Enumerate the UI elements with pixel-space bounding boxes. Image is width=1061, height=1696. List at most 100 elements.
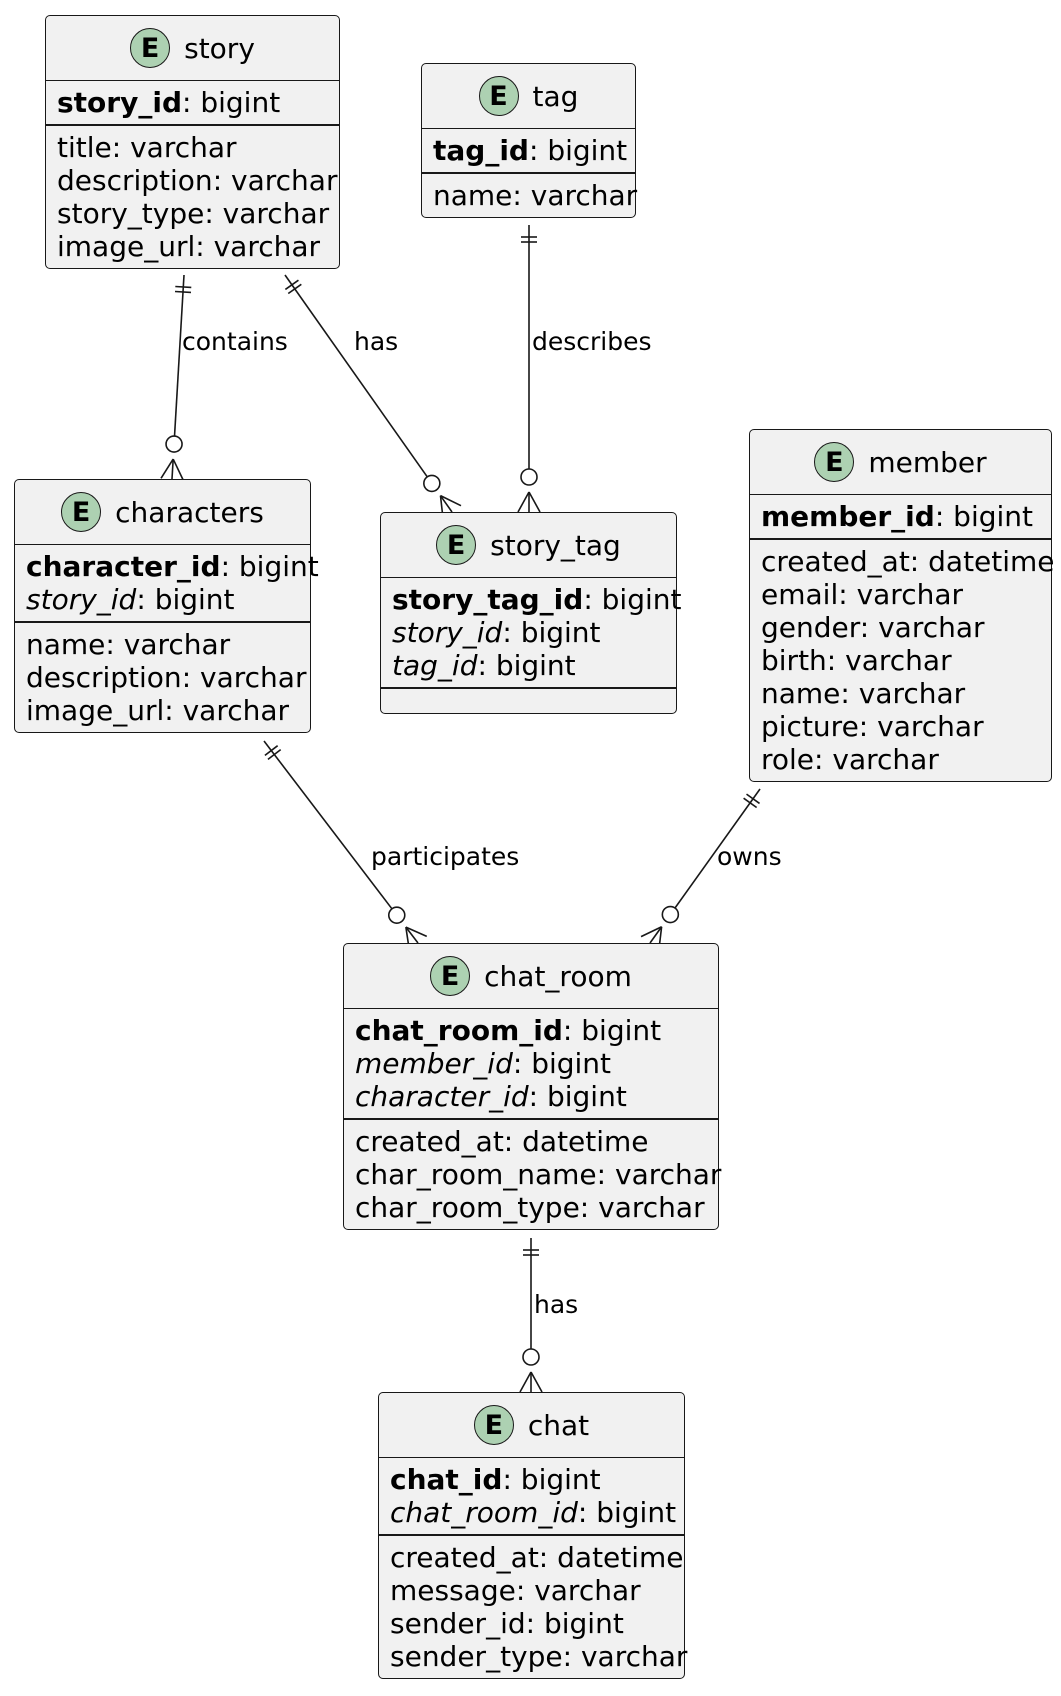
attribute-field: title: varchar (57, 131, 328, 164)
attribute-field: image_url: varchar (57, 230, 328, 263)
field-name: char_room_type (355, 1191, 580, 1224)
relationship-line (284, 274, 428, 478)
attribute-field: image_url: varchar (26, 694, 299, 727)
field-type: varchar (598, 1191, 705, 1224)
field-separator: : (934, 500, 954, 533)
many-crowfoot-line (440, 494, 462, 507)
field-separator: : (512, 179, 531, 212)
field-type: varchar (200, 661, 307, 694)
field-name: role (761, 743, 815, 776)
field-type: varchar (580, 1640, 688, 1673)
attribute-field: email: varchar (761, 578, 1040, 611)
field-type: bigint (495, 649, 576, 682)
zero-cardinality-circle (387, 906, 406, 924)
field-separator: : (909, 545, 929, 578)
foreign-key-field: story_id: bigint (392, 616, 665, 649)
field-name: sender_type (390, 1640, 563, 1673)
field-separator: : (858, 710, 878, 743)
field-separator: : (502, 1463, 521, 1496)
field-name: story_type (57, 197, 205, 230)
field-type: bigint (531, 1047, 612, 1080)
field-separator: : (182, 86, 201, 119)
field-separator: : (579, 1191, 599, 1224)
primary-key-field: chat_room_id: bigint (355, 1014, 707, 1047)
field-separator: : (220, 550, 239, 583)
attribute-field: message: varchar (390, 1574, 673, 1607)
field-name: member_id (761, 500, 935, 533)
field-name: birth (761, 644, 827, 677)
field-separator: : (596, 1158, 615, 1191)
zero-cardinality-circle (423, 474, 441, 493)
field-name: chat_room_id (390, 1496, 578, 1529)
field-type: varchar (123, 628, 231, 661)
entity-name: chat_room (484, 959, 632, 993)
many-crowfoot-line (517, 491, 530, 513)
field-separator: : (838, 578, 857, 611)
primary-key-field: chat_id: bigint (390, 1463, 673, 1496)
attribute-field: story_type: varchar (57, 197, 330, 230)
field-type: bigint (520, 1463, 601, 1496)
entity-name: member (868, 445, 987, 479)
field-name: story_id (26, 583, 137, 616)
many-crowfoot-line (640, 926, 662, 938)
field-separator: : (562, 1640, 581, 1673)
attribute-fields: name: varchar (422, 174, 637, 217)
zero-cardinality-circle (520, 468, 538, 486)
many-crowfoot-line (160, 458, 174, 479)
attribute-fields (381, 689, 676, 713)
relationship-label: has (534, 1290, 579, 1319)
many-crowfoot-line (528, 491, 541, 513)
field-separator: : (204, 197, 223, 230)
field-type: varchar (222, 197, 330, 230)
field-separator: : (515, 1574, 535, 1607)
entity-name: story_tag (490, 528, 621, 562)
many-crowfoot-line (649, 926, 663, 944)
relationship-tag-story_tag (517, 225, 541, 513)
field-name: email (761, 578, 839, 611)
field-type: varchar (231, 164, 338, 197)
field-separator: : (164, 694, 183, 727)
primary-key-field: story_id: bigint (57, 86, 328, 119)
relationship-label: has (354, 327, 399, 356)
field-name: sender_id (390, 1607, 526, 1640)
field-separator: : (195, 230, 214, 263)
foreign-key-field: member_id: bigint (355, 1047, 707, 1080)
primary-key-field: character_id: bigint (26, 550, 319, 583)
field-type: bigint (238, 550, 319, 583)
field-type: bigint (543, 1607, 624, 1640)
relationship-label: contains (182, 327, 288, 356)
attribute-field: picture: varchar (761, 710, 1040, 743)
field-separator: : (583, 583, 602, 616)
attribute-field: name: varchar (433, 179, 637, 212)
attribute-field: created_at: datetime (761, 545, 1055, 578)
attribute-field: name: varchar (761, 677, 1040, 710)
field-separator: : (577, 1496, 597, 1529)
field-separator: : (528, 1080, 547, 1113)
entity-icon: E (61, 492, 102, 532)
zero-cardinality-circle (661, 905, 680, 924)
many-crowfoot-line (530, 1371, 543, 1393)
attribute-field: created_at: datetime (355, 1125, 707, 1158)
field-separator: : (826, 644, 846, 677)
attribute-field: char_room_name: varchar (355, 1158, 721, 1191)
attribute-field: char_room_type: varchar (355, 1191, 707, 1224)
zero-cardinality-circle (165, 435, 183, 453)
primary-key-field: tag_id: bigint (433, 134, 627, 167)
entity-icon: E (473, 1405, 514, 1445)
field-name: created_at (390, 1541, 539, 1574)
attribute-field: gender: varchar (761, 611, 1040, 644)
field-type: varchar (858, 677, 966, 710)
entity-name: story (184, 31, 255, 65)
field-name: message (390, 1574, 516, 1607)
field-separator: : (111, 131, 131, 164)
